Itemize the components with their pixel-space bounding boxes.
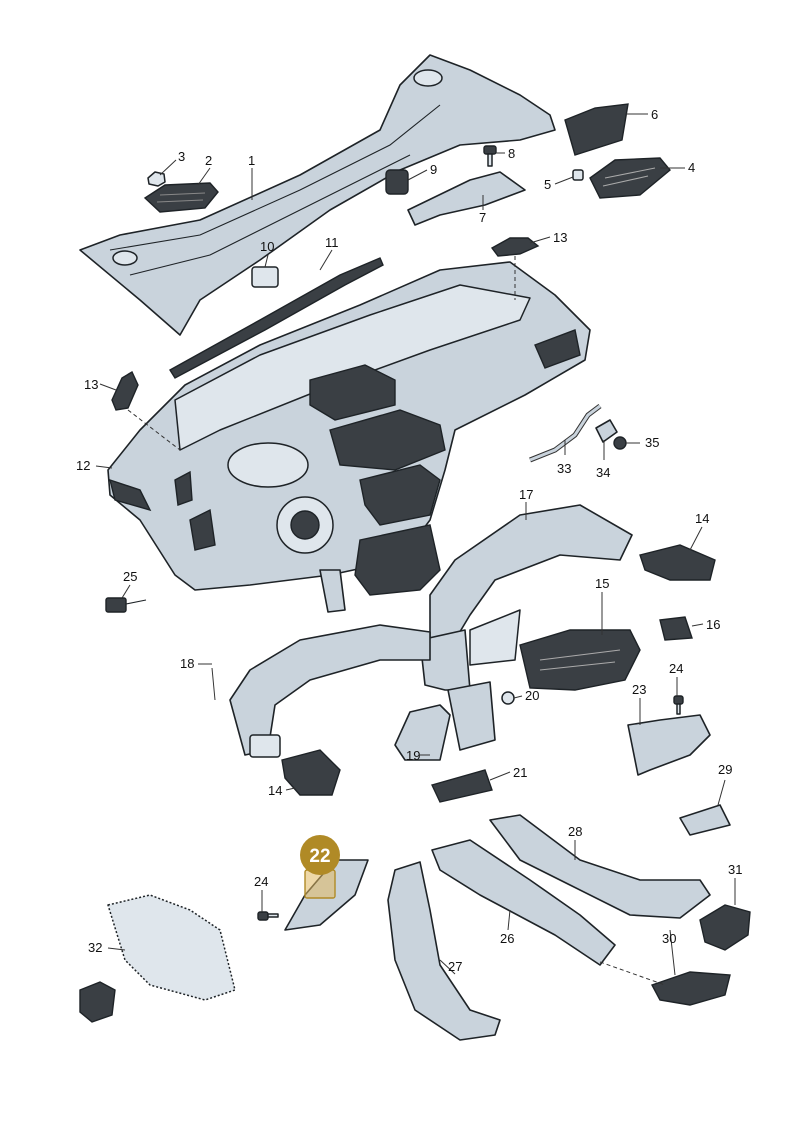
- callout-20: 20: [525, 688, 539, 703]
- part-vent-14-right: [639, 544, 716, 581]
- callout-14-right: 14: [695, 511, 709, 526]
- callout-2: 2: [205, 153, 212, 168]
- callout-14-left: 14: [268, 783, 282, 798]
- callout-7: 7: [479, 210, 486, 225]
- callout-29: 29: [718, 762, 732, 777]
- part-vent-13-right: [490, 237, 540, 257]
- part-bracket-7: [407, 171, 526, 226]
- callout-13-right: 13: [553, 230, 567, 245]
- callout-16: 16: [706, 617, 720, 632]
- part-central-duct: [419, 504, 633, 691]
- part-duct-19: [394, 681, 496, 761]
- callout-26: 26: [500, 931, 514, 946]
- callout-23: 23: [632, 682, 646, 697]
- part-seal-strip: [169, 257, 384, 379]
- part-clip-5: [572, 169, 584, 181]
- callout-21: 21: [513, 765, 527, 780]
- part-speaker-cover: [564, 103, 629, 156]
- part-sensor-9: [385, 169, 409, 195]
- callout-35: 35: [645, 435, 659, 450]
- callout-24-right: 24: [669, 661, 683, 676]
- part-vent-14-left: [281, 749, 341, 796]
- callout-9: 9: [430, 162, 437, 177]
- part-switch-16: [659, 616, 693, 641]
- part-dashboard: [107, 261, 591, 613]
- part-duct-30: [650, 971, 731, 1006]
- part-grommet-34: [595, 419, 618, 443]
- callout-28: 28: [568, 824, 582, 839]
- part-duct-26: [431, 839, 616, 966]
- part-left-duct: [229, 624, 431, 758]
- part-duct-21: [431, 769, 493, 803]
- callout-13-left: 13: [84, 377, 98, 392]
- part-bolt-8: [483, 145, 497, 167]
- part-bracket-22: [284, 859, 369, 931]
- part-nut-3: [147, 171, 166, 187]
- callout-11: 11: [325, 235, 339, 250]
- callout-12: 12: [76, 458, 90, 473]
- part-button-block: [679, 804, 731, 836]
- callout-4: 4: [688, 160, 695, 175]
- part-cable-33: [529, 404, 602, 463]
- part-vent-13-left: [111, 370, 139, 411]
- part-vent-31: [699, 904, 751, 951]
- part-defrost-vent: [589, 157, 671, 199]
- part-bolt-25: [105, 597, 147, 613]
- callout-17: 17: [519, 487, 533, 502]
- callout-5: 5: [544, 177, 551, 192]
- callout-19: 19: [406, 748, 420, 763]
- part-bracket-23: [627, 714, 711, 776]
- callout-3: 3: [178, 149, 185, 164]
- callout-15: 15: [595, 576, 609, 591]
- callout-30: 30: [662, 931, 676, 946]
- callout-10: 10: [260, 239, 274, 254]
- highlight-badge-label: 22: [309, 846, 330, 867]
- callout-31: 31: [728, 862, 742, 877]
- part-cowl-panel: [79, 54, 556, 336]
- part-duct-27: [387, 861, 501, 1041]
- callout-6: 6: [651, 107, 658, 122]
- callout-32: 32: [88, 940, 102, 955]
- leader-lines: [95, 113, 736, 986]
- callout-labels: 1 2 3 4 5 6 7 8 9 10 11 12 13 13 14 14 1…: [76, 107, 742, 974]
- callout-34: 34: [596, 465, 610, 480]
- part-grille: [143, 182, 219, 213]
- part-center-vents: [519, 629, 641, 691]
- callout-27: 27: [448, 959, 462, 974]
- part-screw-24-right: [673, 695, 684, 715]
- part-nut-35: [613, 436, 627, 450]
- callout-1: 1: [248, 153, 255, 168]
- highlight-badge[interactable]: 22: [300, 835, 340, 875]
- part-duct-28: [489, 814, 711, 919]
- callout-25: 25: [123, 569, 137, 584]
- callout-18: 18: [180, 656, 194, 671]
- part-body-32: [79, 894, 236, 1023]
- callout-24-left: 24: [254, 874, 268, 889]
- part-clip-10: [251, 266, 279, 288]
- callout-8: 8: [508, 146, 515, 161]
- part-screw-24-left: [257, 911, 279, 921]
- callout-33: 33: [557, 461, 571, 476]
- part-clip-20: [501, 691, 515, 705]
